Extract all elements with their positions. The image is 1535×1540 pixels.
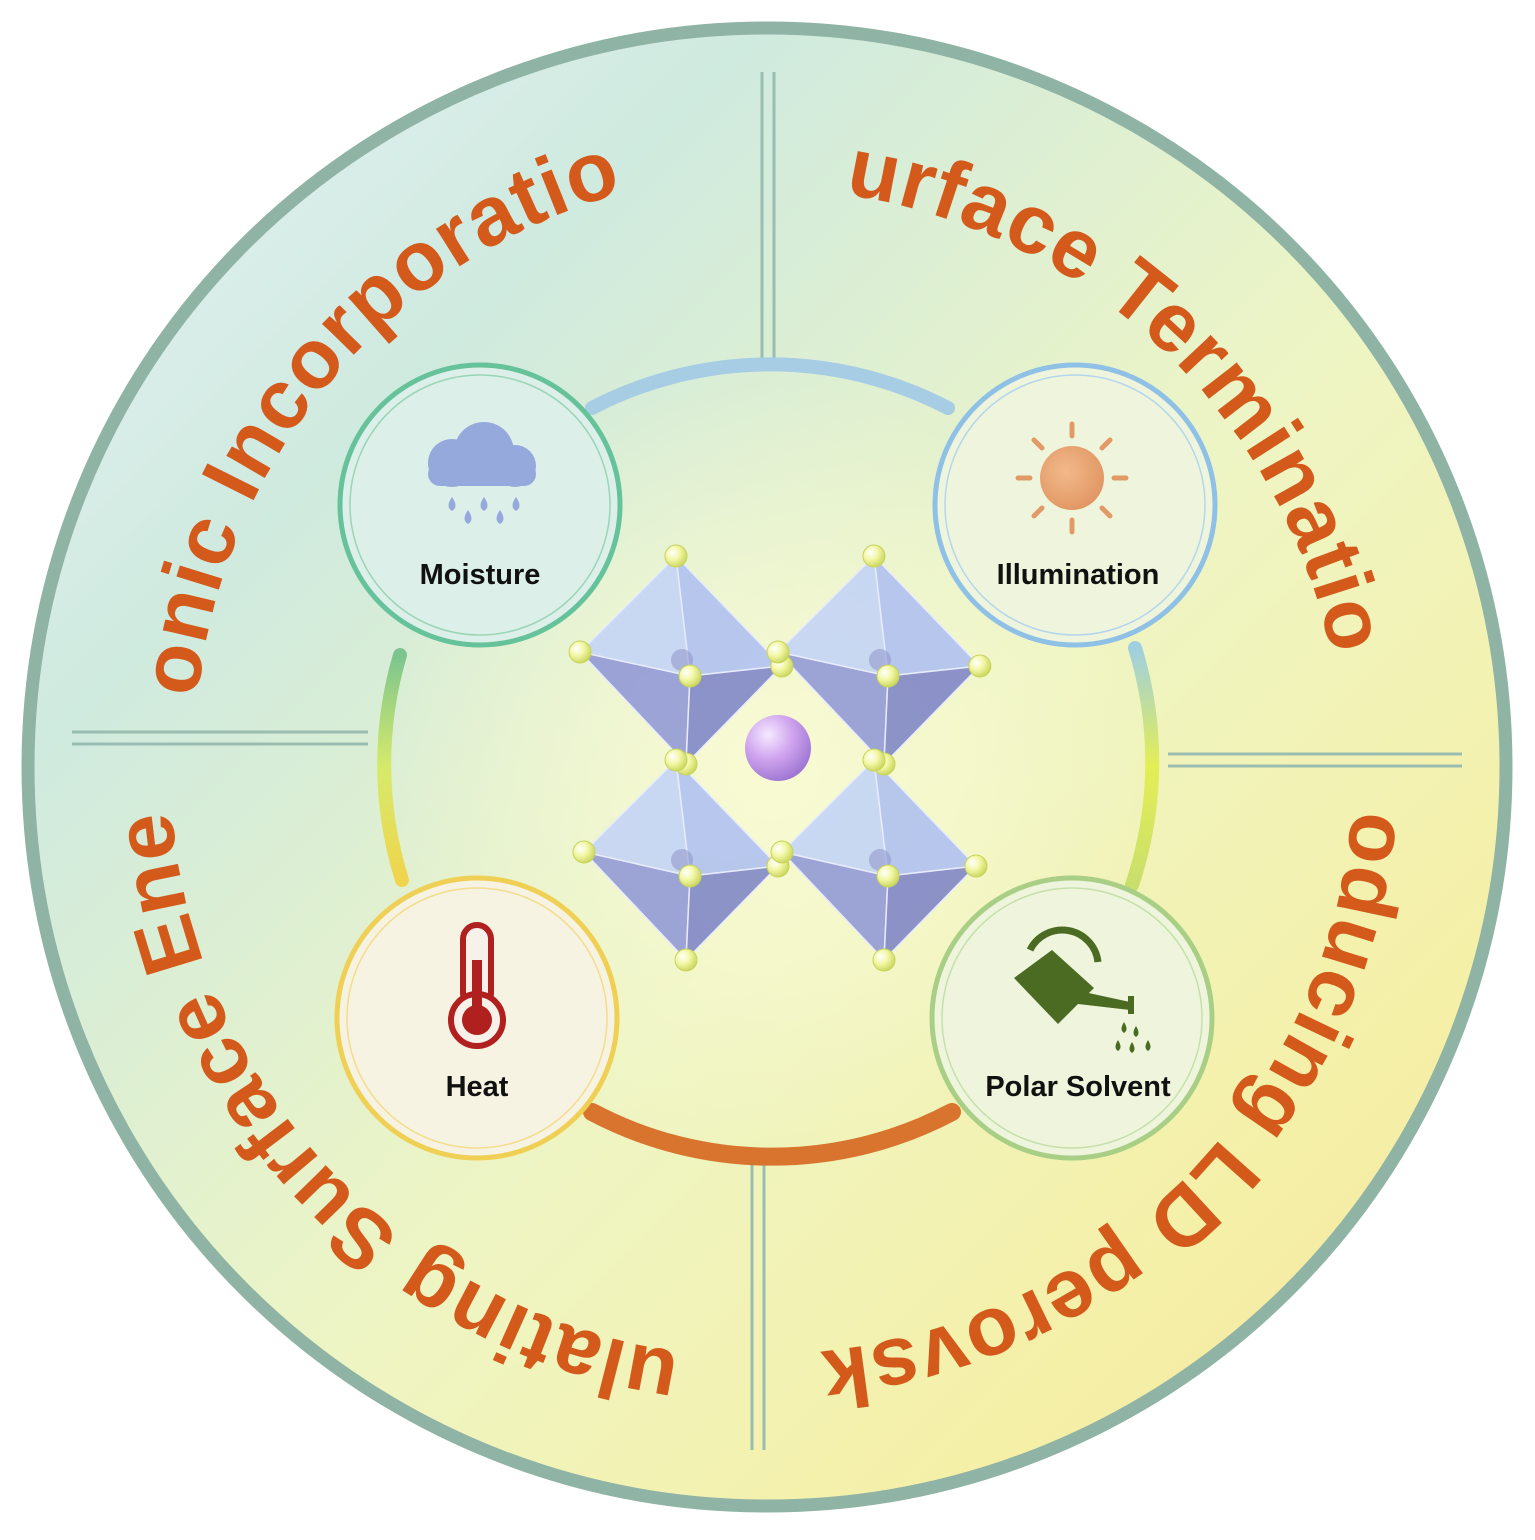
center-cation-atom	[745, 715, 811, 781]
perovskite-octahedra-structure	[568, 544, 992, 972]
polar-solvent-label: Polar Solvent	[985, 1071, 1171, 1103]
watering-can-icon	[1014, 926, 1151, 1053]
octahedron-bottom-right	[779, 757, 979, 962]
octahedron-top-right	[775, 553, 982, 766]
factor-polar-solvent: Polar Solvent	[929, 875, 1215, 1161]
factor-illumination: Illumination	[932, 362, 1218, 648]
sun-icon	[1015, 421, 1129, 535]
inner-ring	[377, 357, 1160, 1166]
illumination-label: Illumination	[997, 559, 1160, 591]
factor-heat: Heat	[334, 875, 620, 1161]
moisture-label: Moisture	[420, 559, 541, 591]
quadrant-dividers	[72, 72, 1462, 1450]
outer-ring	[21, 21, 1513, 1513]
octahedron-bottom-left	[581, 757, 781, 962]
rain-cloud-icon	[428, 422, 536, 524]
thermometer-icon	[448, 922, 506, 1049]
halide-atoms	[568, 544, 992, 972]
factor-moisture: Moisture	[337, 362, 623, 648]
heat-label: Heat	[446, 1071, 509, 1103]
